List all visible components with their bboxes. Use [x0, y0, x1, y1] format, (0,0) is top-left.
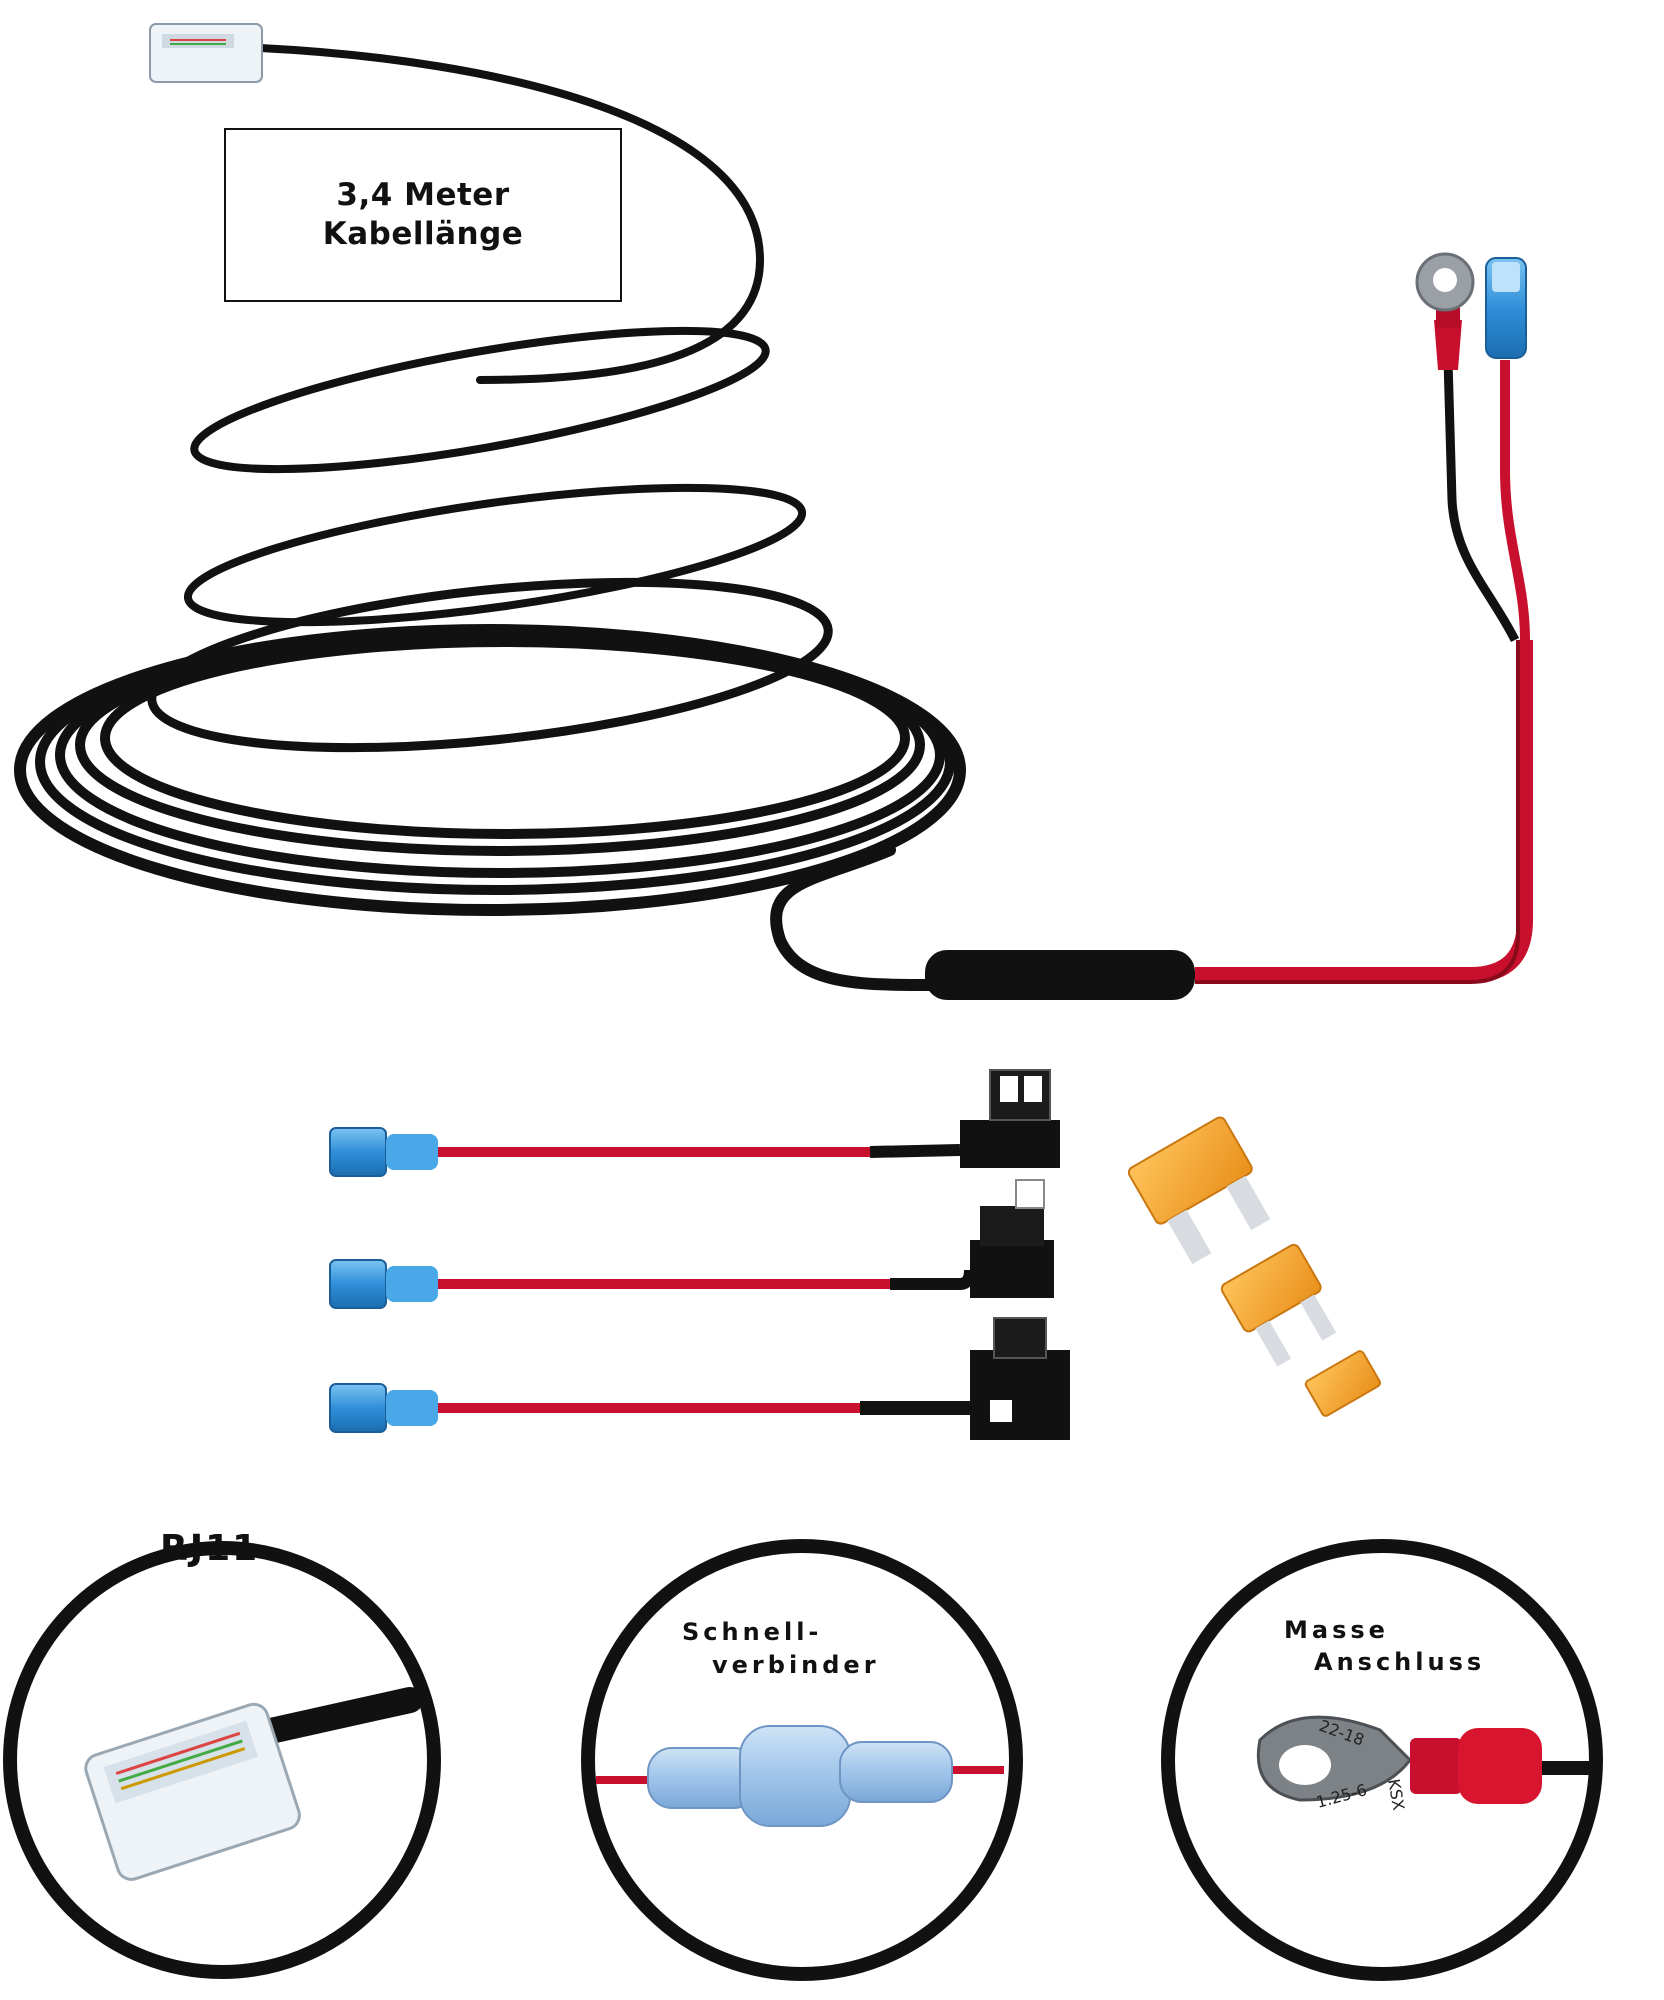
cable-length-label: 3,4 Meter Kabellänge [224, 128, 622, 302]
fuse-large [1127, 1116, 1271, 1265]
quick-connector-caption-line1: Schnell- [682, 1618, 823, 1646]
quick-connector-caption-line2: verbinder [712, 1651, 880, 1679]
rj11-caption: RJ11 [160, 1528, 260, 1569]
coiled-cable [14, 44, 966, 991]
fuse-tap-adapter-1 [329, 1069, 1060, 1177]
spare-fuses [1127, 1116, 1381, 1417]
ring-terminal-top [1415, 252, 1475, 370]
fuse-tap-adapters [329, 1069, 1070, 1440]
cable-length-line1: 3,4 Meter [336, 177, 510, 214]
rj11-plug-top [149, 23, 263, 83]
detail-rj11 [3, 1541, 441, 1979]
detail-ground-terminal [1161, 1539, 1603, 1981]
fuse-small [1304, 1350, 1381, 1417]
fuse-medium [1220, 1243, 1337, 1367]
ground-caption-line2: Anschluss [1314, 1648, 1486, 1676]
cable-length-line2: Kabellänge [322, 216, 524, 252]
fuse-tap-adapter-3 [329, 1317, 1070, 1440]
harness-split [925, 359, 1533, 1000]
ground-caption-line1: Masse [1284, 1616, 1389, 1644]
blue-connector-top [1485, 257, 1527, 359]
detail-quick-connector [581, 1539, 1023, 1981]
fuse-tap-adapter-2 [329, 1179, 1054, 1309]
